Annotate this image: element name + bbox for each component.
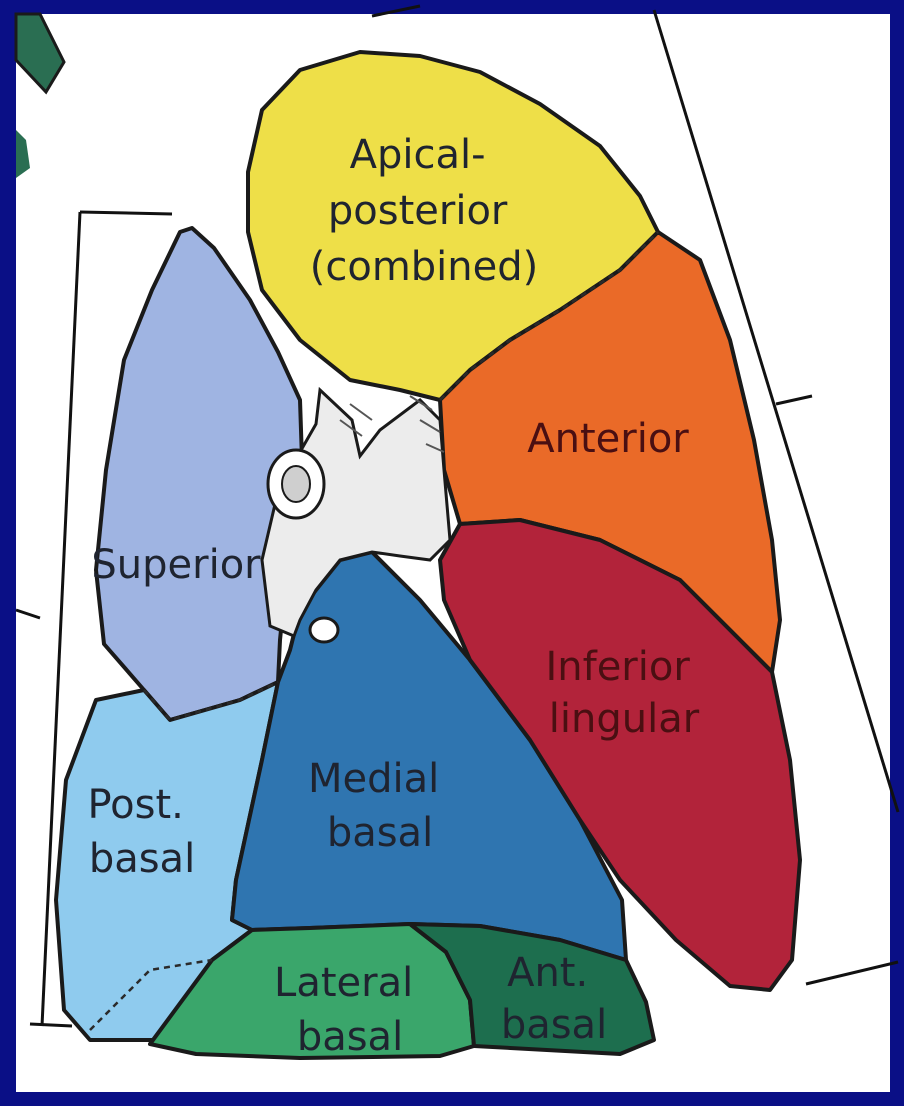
label-ant-basal-line1: Ant. xyxy=(507,950,588,996)
label-inferior-lingular-line1: Inferior xyxy=(545,644,690,690)
label-lateral-basal-line2: basal xyxy=(297,1014,403,1060)
label-apical-posterior-line1: Apical- xyxy=(350,132,486,178)
label-anterior: Anterior xyxy=(527,416,689,462)
label-medial-basal-line1: Medial xyxy=(308,756,439,802)
label-apical-posterior-line2: posterior xyxy=(328,188,508,234)
label-inferior-lingular-line2: lingular xyxy=(549,696,700,742)
label-lateral-basal-line1: Lateral xyxy=(274,960,413,1006)
label-post-basal-line2: basal xyxy=(89,836,195,882)
label-post-basal-line1: Post. xyxy=(87,782,183,828)
label-superior: Superior xyxy=(91,542,261,588)
label-apical-posterior-line3: (combined) xyxy=(310,244,539,290)
label-ant-basal-line2: basal xyxy=(501,1002,607,1048)
label-medial-basal-line2: basal xyxy=(327,810,433,856)
